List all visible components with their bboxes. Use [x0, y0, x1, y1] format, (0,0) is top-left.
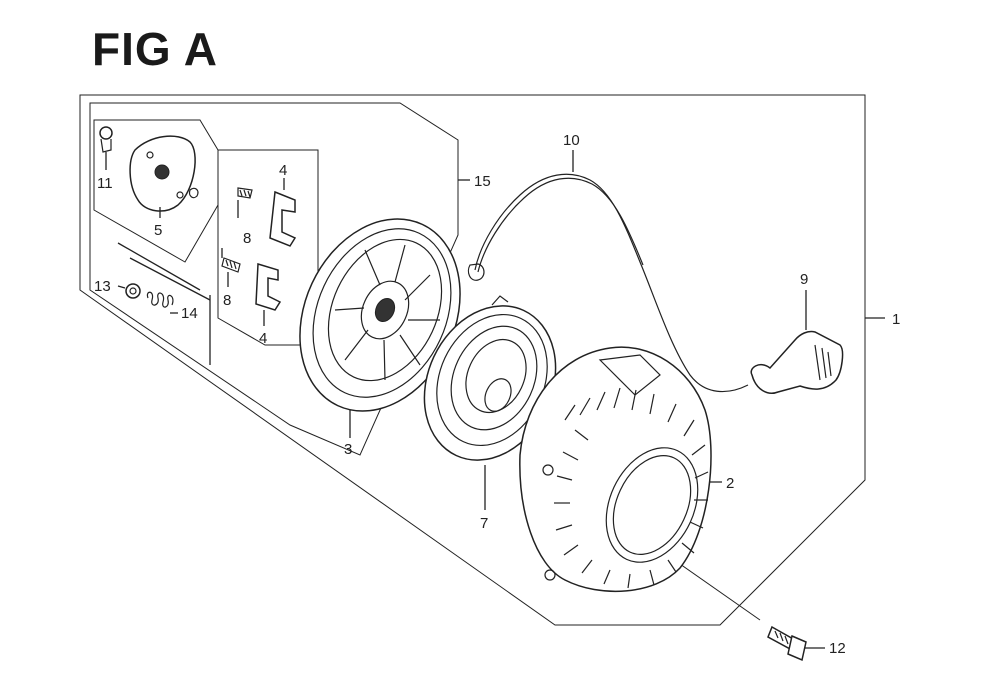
callout-2: 2 — [726, 475, 734, 492]
callout-11: 11 — [97, 175, 113, 192]
callout-10: 10 — [563, 132, 580, 149]
callout-7: 7 — [480, 515, 488, 532]
flange-bolt-12 — [767, 625, 807, 662]
callout-13: 13 — [94, 278, 111, 295]
spring-8-lower — [221, 248, 241, 287]
callout-4-lower: 4 — [259, 330, 267, 347]
assembly-outline — [79, 94, 866, 626]
recoil-spring-7 — [423, 295, 557, 510]
spring-14 — [146, 291, 178, 314]
ratchet-4-lower — [255, 263, 282, 326]
callout-8-upper: 8 — [243, 230, 251, 247]
cam-plate-5 — [129, 135, 199, 218]
spring-8-upper — [237, 187, 253, 218]
callout-1: 1 — [892, 311, 900, 328]
fan-cover-2 — [519, 346, 712, 593]
callout-5: 5 — [154, 222, 162, 239]
ratchet-4-upper — [269, 178, 297, 247]
callout-8-lower: 8 — [223, 292, 231, 309]
callout-3: 3 — [344, 441, 352, 458]
bolt-11 — [99, 126, 113, 170]
callout-15: 15 — [474, 173, 491, 190]
callout-9: 9 — [800, 271, 808, 288]
starter-rope-10 — [467, 150, 749, 393]
callout-14: 14 — [181, 305, 198, 322]
figure-title: FIG A — [92, 23, 218, 75]
washer-13 — [117, 283, 141, 299]
callout-4-upper: 4 — [279, 162, 287, 179]
callout-12: 12 — [829, 640, 846, 657]
reel-3 — [299, 218, 461, 438]
starter-grip-9 — [750, 290, 844, 394]
